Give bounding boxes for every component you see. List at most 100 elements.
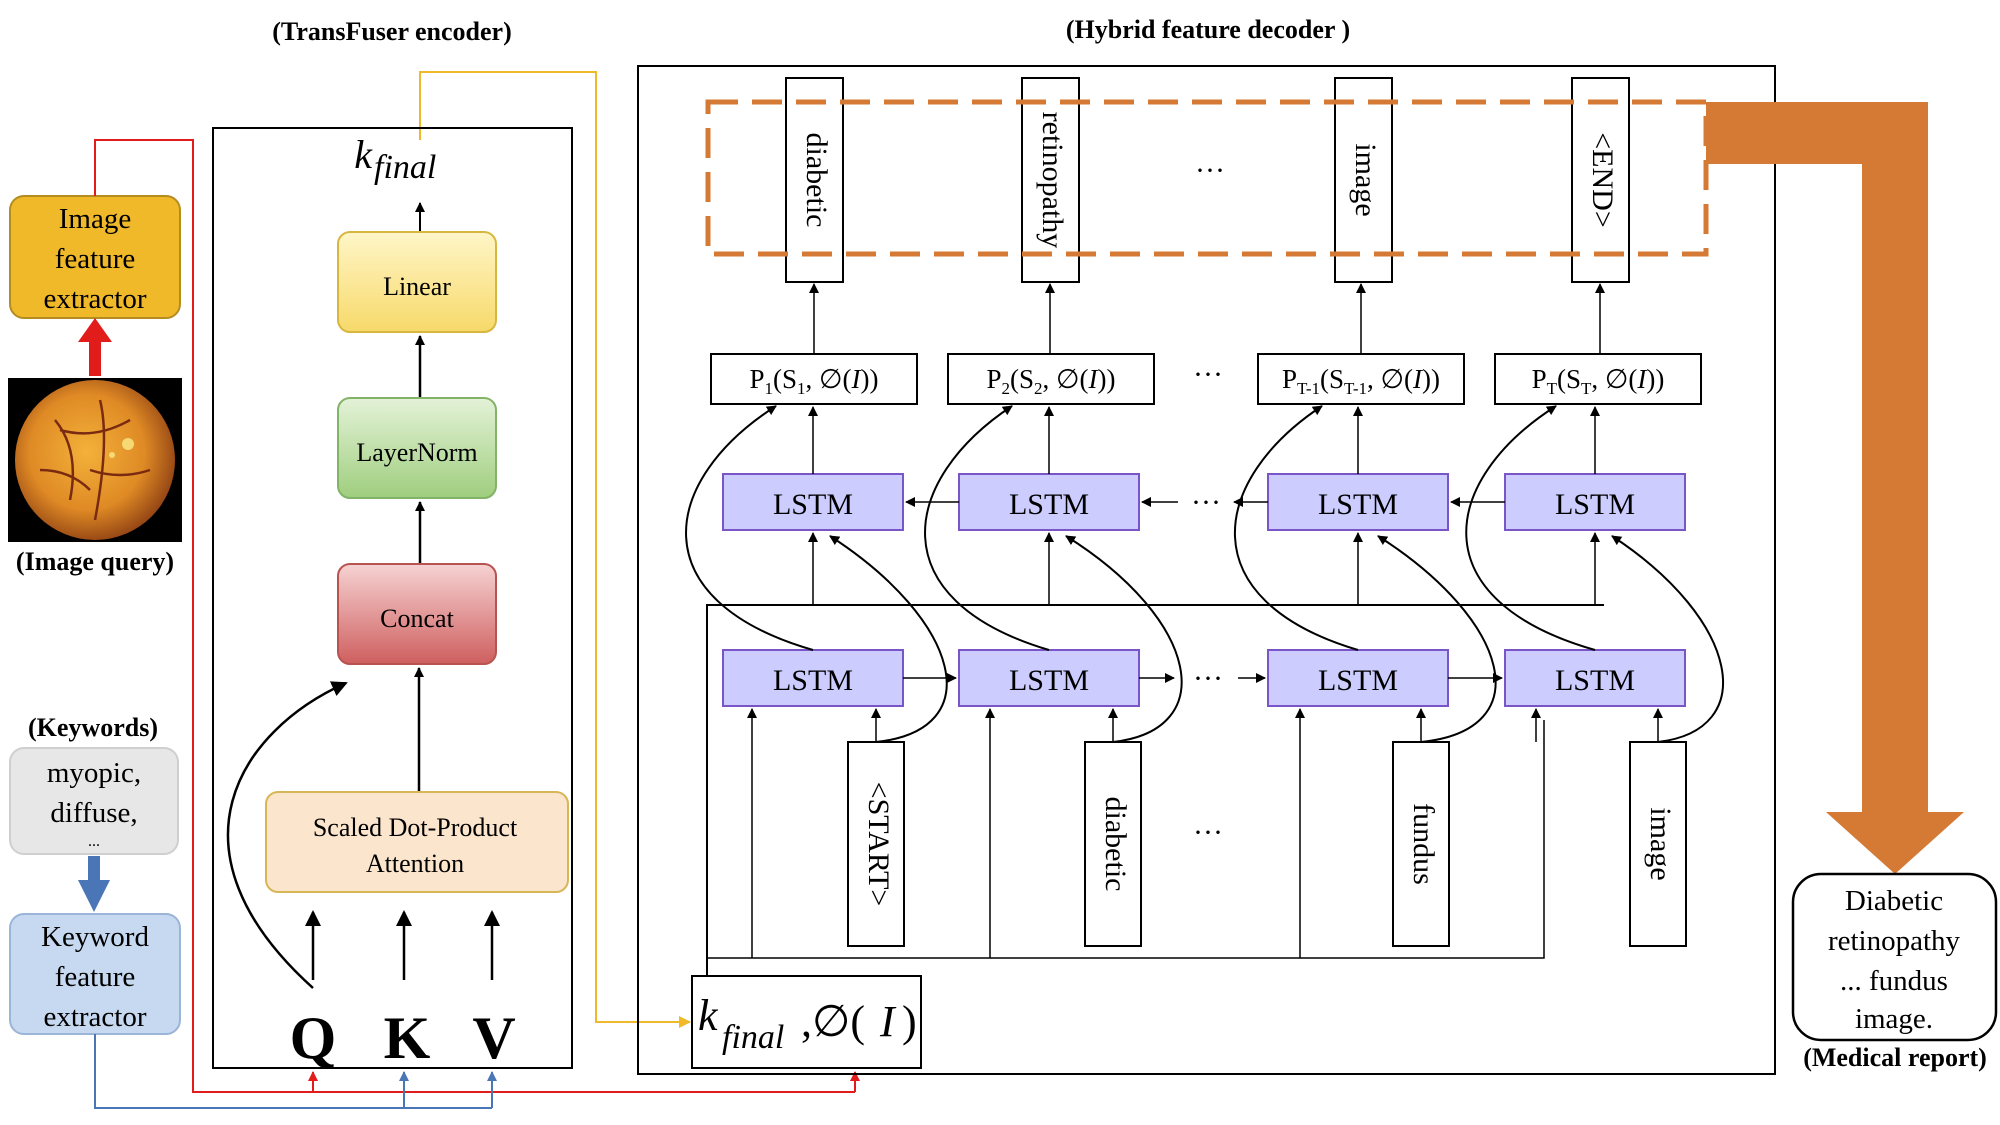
input-word-1: <START> <box>847 741 905 947</box>
svg-text:PT-1(ST-1, ∅(I)): PT-1(ST-1, ∅(I)) <box>1282 364 1440 398</box>
svg-text:final: final <box>722 1019 784 1056</box>
svg-text:diabetic: diabetic <box>1099 797 1132 892</box>
medical-report-box: Diabetic retinopathy ... fundus image. <box>1791 872 1998 1042</box>
context-arrows <box>747 708 1541 958</box>
input-ellipsis: ··· <box>1193 816 1223 849</box>
lstm-bottom-ellipsis: ··· <box>1193 662 1223 695</box>
svg-text:final: final <box>374 149 436 186</box>
svg-text:LSTM: LSTM <box>1555 664 1635 697</box>
decoder-lstm-bottom-1: LSTM <box>722 649 904 707</box>
svg-text:image: image <box>1644 807 1677 880</box>
prob-ellipsis: ··· <box>1193 358 1223 391</box>
decoder-lstm-bottom-4: LSTM <box>1504 649 1686 707</box>
lstm-to-prob-arrows <box>808 406 1600 474</box>
medical-report-label: (Medical report) <box>1803 1043 1987 1072</box>
prob-box-1: P1(S1, ∅(I)) <box>710 353 918 405</box>
encoder-title: (TransFuser encoder) <box>272 17 512 46</box>
lstm-top-ellipsis: ··· <box>1191 486 1221 519</box>
keyword-feature-extractor: Keyword feature extractor <box>9 913 181 1035</box>
skip-connections <box>685 405 1724 743</box>
svg-text:feature: feature <box>55 961 136 993</box>
decoder-lstm-top-3: LSTM <box>1267 473 1449 531</box>
svg-text:LSTM: LSTM <box>1009 488 1089 521</box>
encoder-lstm-frame <box>706 604 1604 960</box>
output-ellipsis: ··· <box>1195 154 1225 187</box>
report-output-arrow <box>1706 102 1964 874</box>
svg-text:...: ... <box>88 833 100 850</box>
svg-text:LayerNorm: LayerNorm <box>356 438 477 467</box>
svg-text:myopic,: myopic, <box>47 757 141 789</box>
decoder-lstm-top-1: LSTM <box>722 473 904 531</box>
decoder-lstm-bottom-2: LSTM <box>958 649 1140 707</box>
decoder-lstm-bottom-3: LSTM <box>1267 649 1449 707</box>
bottom-bus-line <box>707 720 1545 959</box>
decoder-title: (Hybrid feature decoder ) <box>1066 15 1350 44</box>
value-v: V <box>472 1005 515 1071</box>
keywords-label: (Keywords) <box>28 713 158 742</box>
input-word-4: image <box>1629 741 1687 947</box>
kfinal-transfer-line <box>419 71 691 1028</box>
svg-text:P1(S1, ∅(I)): P1(S1, ∅(I)) <box>749 364 878 398</box>
image-feature-extractor: Image feature extractor <box>9 195 181 319</box>
output-word-3: image <box>1334 77 1393 283</box>
svg-text:<END>: <END> <box>1586 132 1619 228</box>
linear-block: Linear <box>337 231 497 333</box>
svg-text:image.: image. <box>1855 1003 1933 1035</box>
svg-text:diabetic: diabetic <box>800 133 833 228</box>
keywords-to-extractor-arrow <box>78 856 110 912</box>
svg-text:I: I <box>879 997 897 1046</box>
svg-text:LSTM: LSTM <box>1318 488 1398 521</box>
layernorm-block: LayerNorm <box>337 397 497 499</box>
svg-text:extractor: extractor <box>43 1001 146 1033</box>
svg-text:Scaled Dot-Product: Scaled Dot-Product <box>313 813 518 842</box>
keyword-feature-line <box>94 1034 497 1109</box>
fundus-image <box>8 378 182 542</box>
svg-text:): ) <box>902 997 917 1046</box>
decoder-lstm-top-4: LSTM <box>1504 473 1686 531</box>
query-q: Q <box>290 1005 337 1071</box>
prob-to-word-arrows <box>809 283 1605 354</box>
generated-sequence-box <box>705 99 1709 257</box>
svg-text:fundus: fundus <box>1407 803 1440 885</box>
svg-text:LSTM: LSTM <box>773 664 853 697</box>
decoder-frame <box>637 65 1776 1075</box>
svg-text:<START>: <START> <box>862 782 895 907</box>
svg-text:feature: feature <box>55 243 136 275</box>
svg-text:Diabetic: Diabetic <box>1845 885 1943 917</box>
image-to-extractor-arrow <box>78 318 112 376</box>
svg-text:LSTM: LSTM <box>1009 664 1089 697</box>
svg-text:k: k <box>354 132 373 177</box>
encoder-output-kfinal: k final <box>354 132 436 186</box>
output-word-4: <END> <box>1571 77 1630 283</box>
prob-box-3: PT-1(ST-1, ∅(I)) <box>1257 353 1465 405</box>
svg-text:diffuse,: diffuse, <box>50 797 137 829</box>
svg-text:Concat: Concat <box>380 604 454 633</box>
layer-connection-lines <box>808 532 1600 605</box>
input-word-3: fundus <box>1392 741 1450 947</box>
svg-text:PT(ST, ∅(I)): PT(ST, ∅(I)) <box>1532 364 1665 398</box>
concat-block: Concat <box>337 563 497 665</box>
svg-text:,∅(: ,∅( <box>801 997 865 1046</box>
prob-box-4: PT(ST, ∅(I)) <box>1494 353 1702 405</box>
svg-text:retinopathy: retinopathy <box>1036 112 1069 249</box>
svg-text:LSTM: LSTM <box>1318 664 1398 697</box>
output-word-1: diabetic <box>785 77 844 283</box>
residual-connection <box>226 681 348 989</box>
svg-text:Image: Image <box>59 203 131 235</box>
svg-text:Linear: Linear <box>383 272 451 301</box>
decoder-input-box: k final ,∅( I ) <box>691 975 922 1069</box>
input-word-2: diabetic <box>1084 741 1142 947</box>
svg-text:image: image <box>1349 143 1382 216</box>
key-k: K <box>384 1005 431 1071</box>
svg-text:Keyword: Keyword <box>41 921 149 953</box>
image-query-label: (Image query) <box>16 547 174 576</box>
svg-text:extractor: extractor <box>43 283 146 315</box>
svg-text:P2(S2, ∅(I)): P2(S2, ∅(I)) <box>986 364 1115 398</box>
decoder-lstm-top-2: LSTM <box>958 473 1140 531</box>
prob-box-2: P2(S2, ∅(I)) <box>947 353 1155 405</box>
svg-text:retinopathy: retinopathy <box>1828 925 1961 957</box>
svg-text:Attention: Attention <box>366 849 464 878</box>
word-embedding-arrows <box>871 708 1663 742</box>
svg-text:... fundus: ... fundus <box>1840 965 1948 997</box>
